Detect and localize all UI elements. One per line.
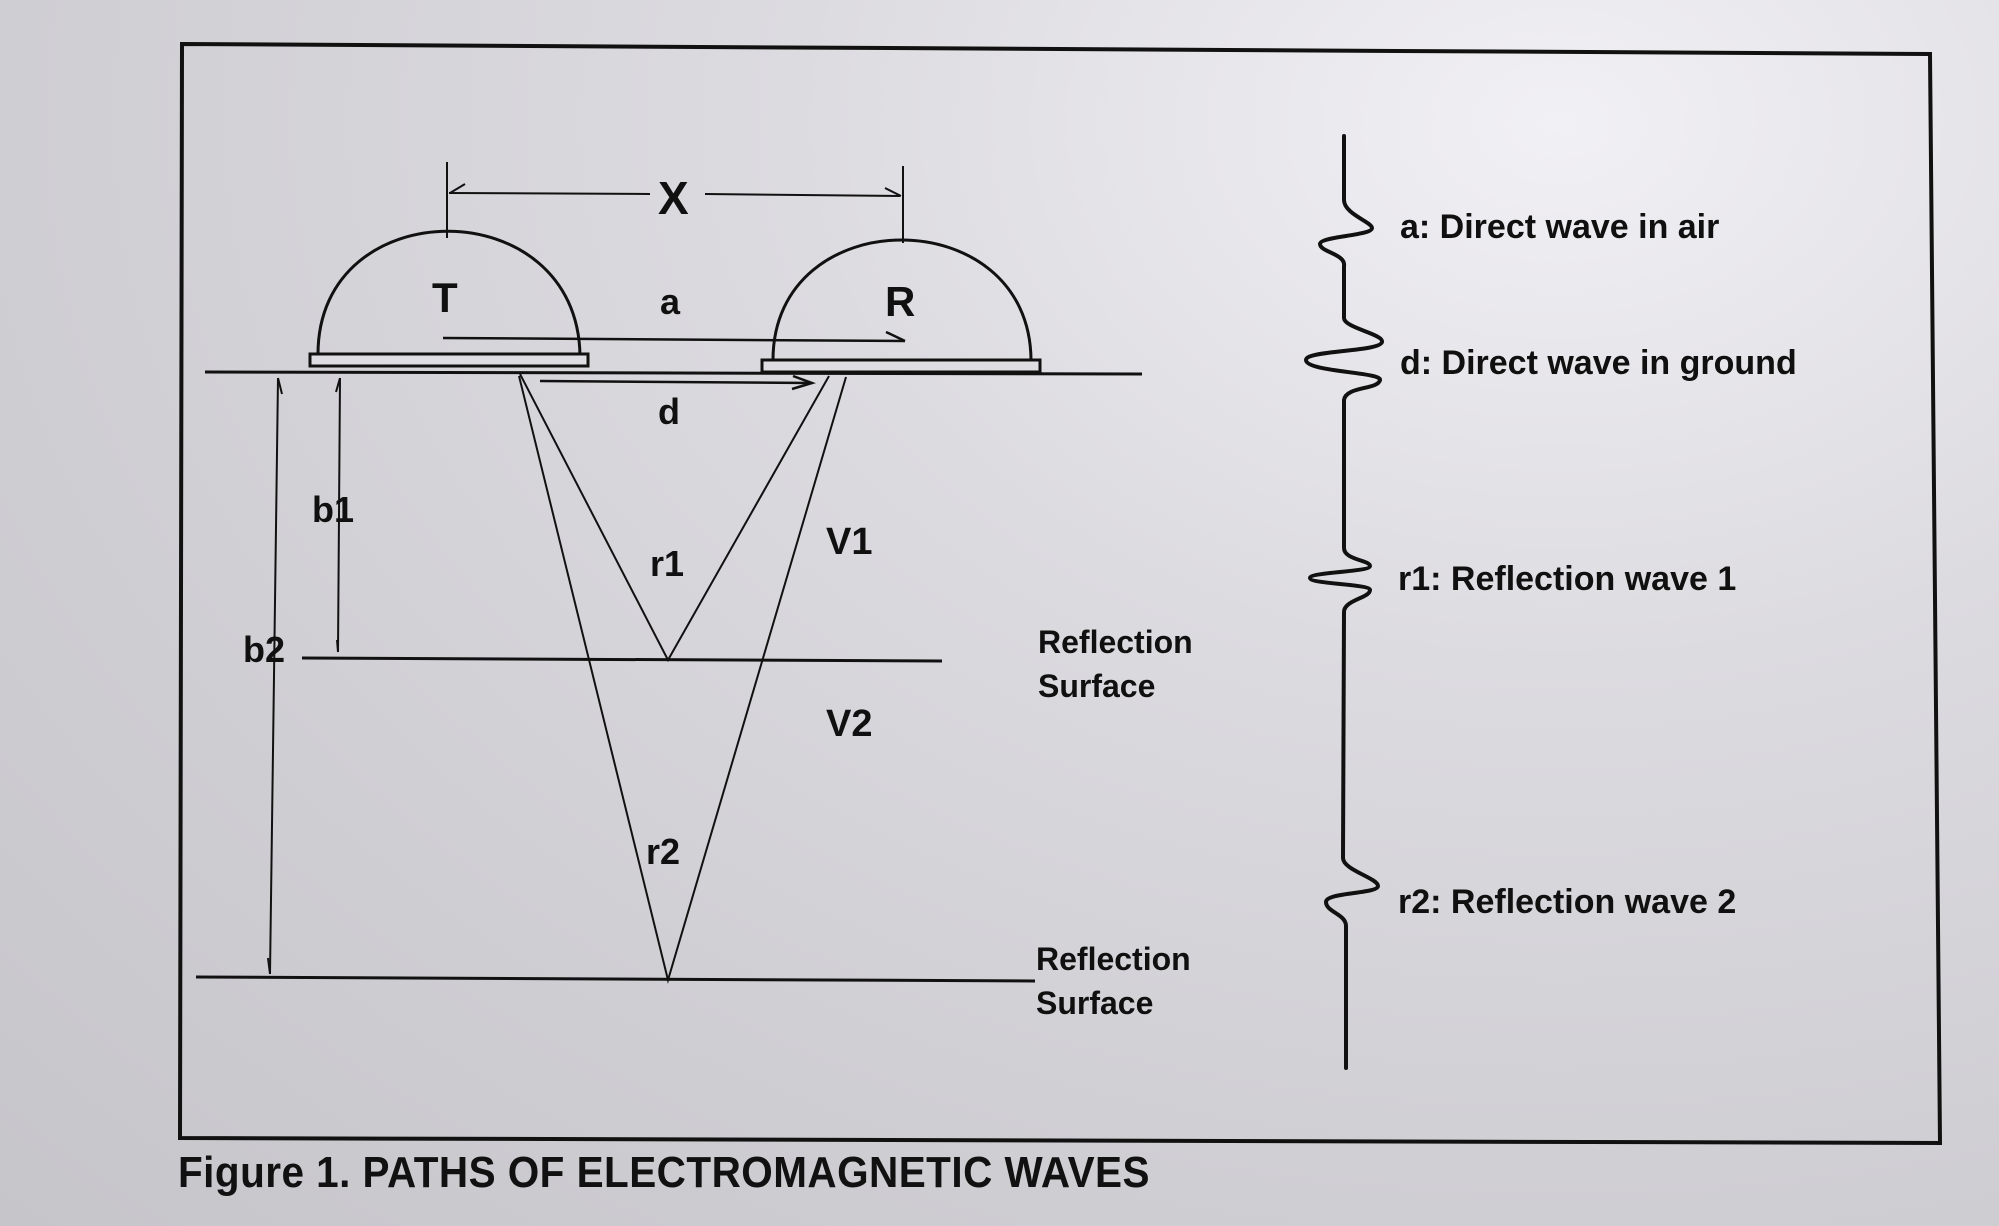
ground-wave-label: d (658, 391, 680, 432)
r2-label: r2 (646, 831, 680, 872)
ground-surface-line (204, 370, 1143, 376)
legend-direct-air: a: Direct wave in air (1400, 208, 1719, 246)
ray-path-r2 (518, 375, 847, 984)
transmitter-base (308, 352, 590, 368)
b1-label: b1 (312, 489, 354, 530)
figure-caption: Figure 1. PATHS OF ELECTROMAGNETIC WAVES (178, 1148, 1150, 1197)
receiver-label: R (885, 278, 915, 325)
transmitter-label: T (432, 274, 458, 321)
figure-frame (177, 41, 1943, 1146)
r1-label: r1 (650, 543, 684, 584)
b2-label: b2 (243, 629, 285, 670)
air-wave-arrow (442, 336, 906, 343)
v2-label: V2 (826, 703, 872, 745)
x-dim-arrow-right (884, 187, 902, 197)
legend-reflection-1: r1: Reflection wave 1 (1398, 560, 1736, 598)
receiver-antenna (771, 238, 1033, 361)
air-wave-label: a (660, 281, 681, 322)
receiver-base (760, 358, 1042, 374)
x-dim-arrow-left (449, 183, 466, 194)
b1-depth-line (337, 377, 341, 653)
reflection-surface-1-line (301, 656, 943, 663)
legend-reflection-2: r2: Reflection wave 2 (1398, 883, 1736, 921)
legend-direct-ground: d: Direct wave in ground (1400, 344, 1797, 382)
ray-path-r1 (519, 373, 830, 663)
v1-label: V1 (826, 521, 872, 563)
reflection-surface-1-label: Reflection Surface (1038, 624, 1202, 704)
x-dim-line-left (448, 192, 651, 195)
reflection-surface-2-label: Reflection Surface (1036, 941, 1200, 1021)
transmitter-antenna (316, 229, 582, 357)
radar-trace-waveform (1303, 134, 1384, 1070)
reflection-surface-2-line (195, 975, 1036, 983)
ground-wave-arrow (539, 379, 813, 385)
b2-depth-line (269, 377, 279, 975)
x-dim-line-right (704, 193, 901, 197)
separation-label: X (658, 172, 689, 224)
